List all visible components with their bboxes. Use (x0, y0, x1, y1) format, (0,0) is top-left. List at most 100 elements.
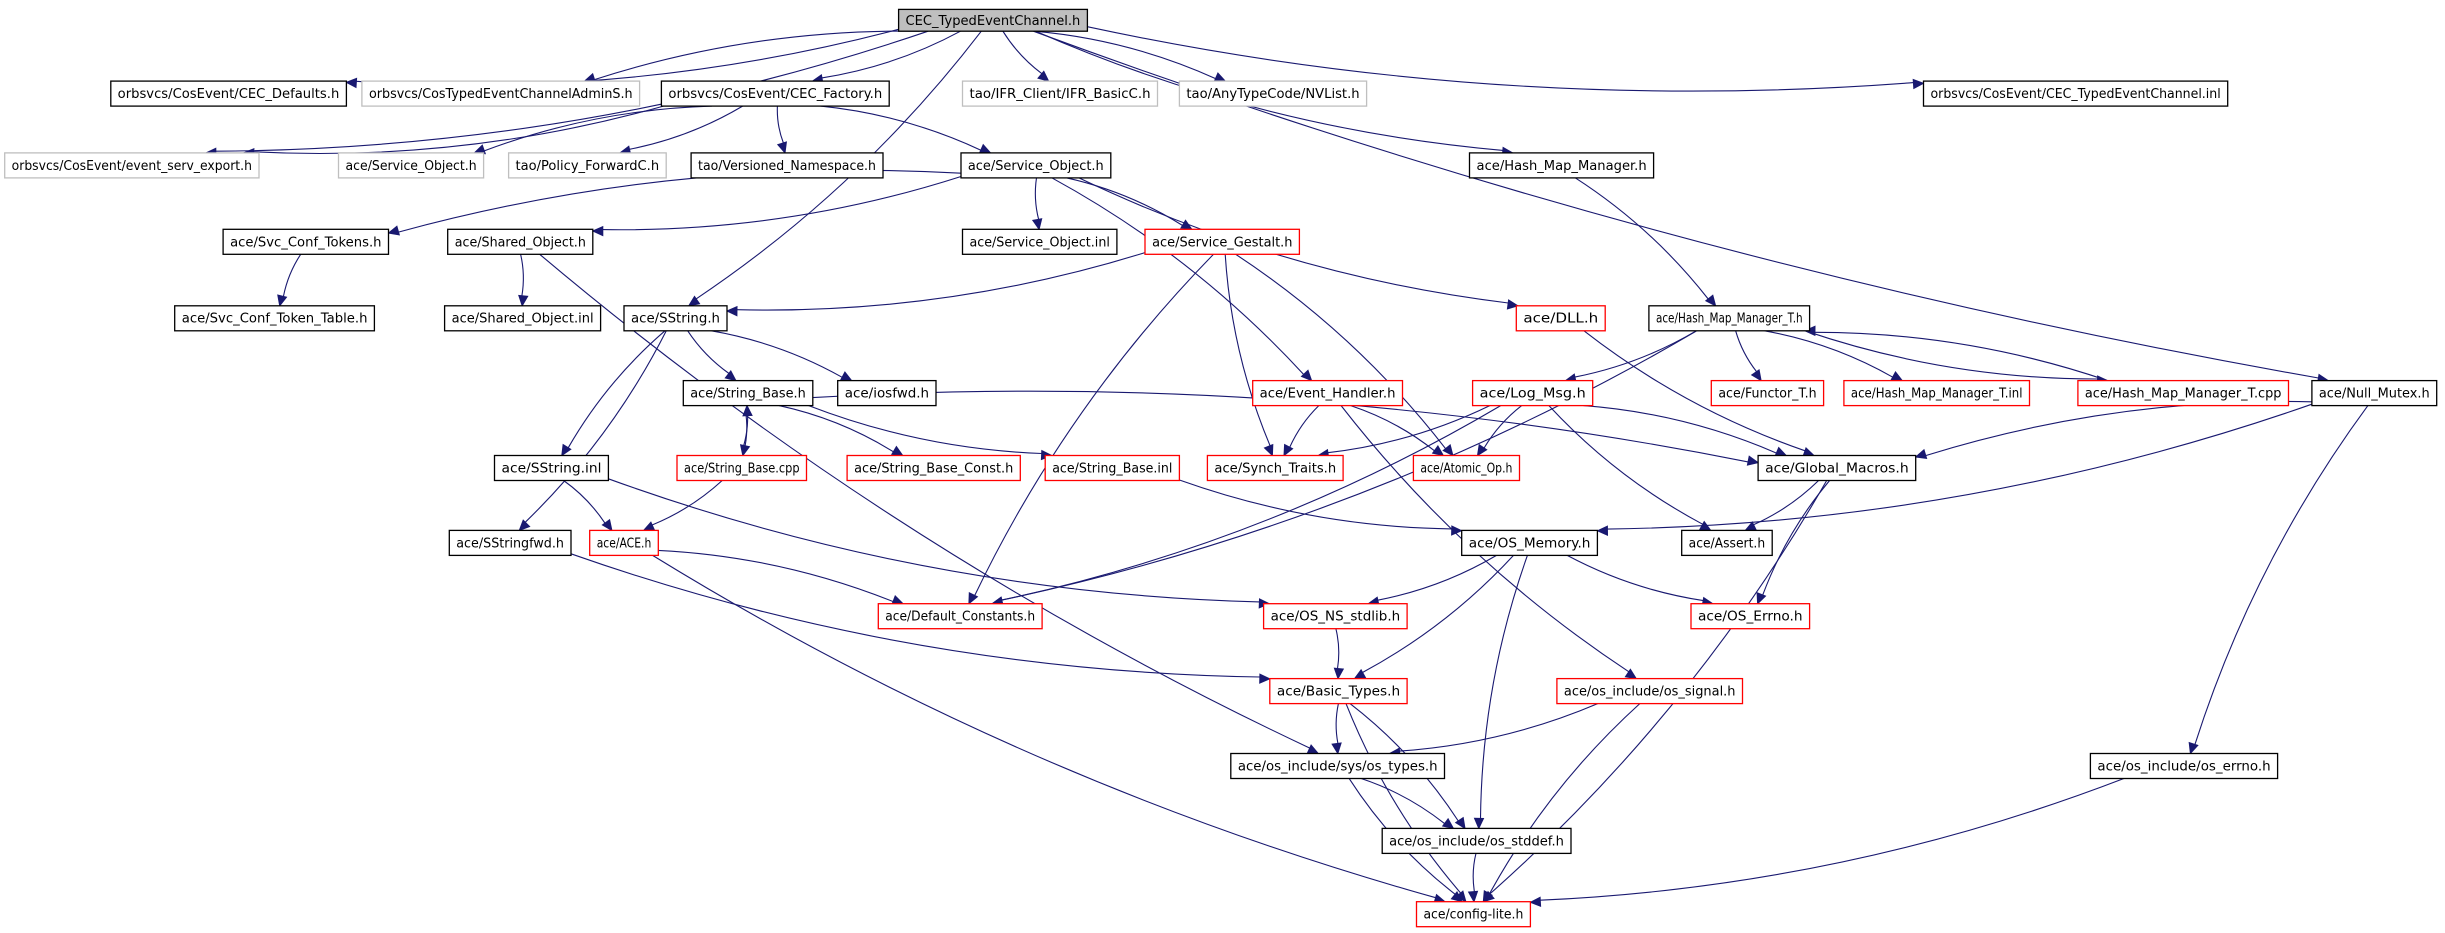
node-box[interactable] (623, 305, 728, 332)
node-orbsvcs-cosevent-cec-defaults-h[interactable]: orbsvcs/CosEvent/CEC_Defaults.h (110, 80, 348, 107)
node-ace-global-macros-h[interactable]: ace/Global_Macros.h (1757, 454, 1917, 482)
node-box[interactable] (837, 379, 937, 407)
node-box[interactable] (676, 454, 808, 482)
node-ace-basic-types-h[interactable]: ace/Basic_Types.h (1269, 677, 1408, 705)
node-ace-sstring-h[interactable]: ace/SString.h (623, 305, 728, 332)
node-ace-sstringfwd-h[interactable]: ace/SStringfwd.h (448, 529, 572, 557)
node-box[interactable] (1262, 603, 1408, 630)
node-ace-dll-h[interactable]: ace/DLL.h (1515, 305, 1606, 332)
node-box[interactable] (1269, 677, 1408, 705)
node-ace-string-base-h[interactable]: ace/String_Base.h (682, 379, 814, 407)
node-box[interactable] (1922, 80, 2229, 107)
node-ace-os-include-sys-os-types-h[interactable]: ace/os_include/sys/os_types.h (1230, 752, 1446, 780)
node-ace-config-lite-h[interactable]: ace/config-lite.h (1415, 901, 1532, 928)
node-orbsvcs-cosevent-cec-factory-h[interactable]: orbsvcs/CosEvent/CEC_Factory.h (660, 80, 890, 107)
node-box[interactable] (1471, 379, 1594, 407)
node-box[interactable] (1415, 901, 1532, 928)
node-ace-string-base-const-h[interactable]: ace/String_Base_Const.h (846, 454, 1021, 482)
node-box[interactable] (897, 8, 1089, 32)
node-box[interactable] (960, 152, 1112, 179)
node-box[interactable] (1710, 379, 1825, 407)
node-box[interactable] (660, 80, 890, 107)
node-ace-svc-conf-tokens-h[interactable]: ace/Svc_Conf_Tokens.h (222, 228, 390, 255)
node-box[interactable] (1690, 603, 1811, 630)
node-ace-log-msg-h[interactable]: ace/Log_Msg.h (1471, 379, 1594, 407)
node-box[interactable] (1515, 305, 1606, 332)
node-ace-os-include-os-errno-h[interactable]: ace/os_include/os_errno.h (2089, 752, 2279, 780)
node-box[interactable] (4, 152, 260, 179)
node-ace-atomic-op-h[interactable]: ace/Atomic_Op.h (1412, 454, 1521, 482)
node-ace-ace-h[interactable]: ace/ACE.h (589, 529, 659, 557)
node-cec-typedeventchannel-h[interactable]: CEC_TypedEventChannel.h (897, 8, 1089, 32)
node-box[interactable] (1381, 827, 1572, 855)
node-box[interactable] (846, 454, 1021, 482)
node-box[interactable] (507, 152, 667, 179)
node-box[interactable] (1252, 379, 1404, 407)
node-box[interactable] (690, 152, 884, 179)
node-ace-os-errno-h[interactable]: ace/OS_Errno.h (1690, 603, 1811, 630)
node-tao-versioned-namespace-h[interactable]: tao/Versioned_Namespace.h (690, 152, 884, 179)
node-box[interactable] (1843, 379, 2031, 407)
node-box[interactable] (1230, 752, 1446, 780)
node-box[interactable] (222, 228, 390, 255)
node-orbsvcs-cosevent-cec-typedeventchannel-inl[interactable]: orbsvcs/CosEvent/CEC_TypedEventChannel.i… (1922, 80, 2229, 107)
node-ace-shared-object-h[interactable]: ace/Shared_Object.h (447, 228, 594, 255)
node-box[interactable] (682, 379, 814, 407)
node-ace-os-include-os-stddef-h[interactable]: ace/os_include/os_stddef.h (1381, 827, 1572, 855)
node-box[interactable] (1556, 677, 1744, 705)
node-ace-string-base-inl[interactable]: ace/String_Base.inl (1044, 454, 1181, 482)
node-ace-assert-h[interactable]: ace/Assert.h (1681, 529, 1773, 557)
node-box[interactable] (337, 152, 485, 179)
node-box[interactable] (1178, 80, 1368, 107)
node-box[interactable] (174, 305, 376, 332)
node-box[interactable] (1144, 228, 1301, 255)
node-ace-service-object-h[interactable]: ace/Service_Object.h (337, 152, 485, 179)
node-box[interactable] (448, 529, 572, 557)
node-orbsvcs-cosevent-event-serv-export-h[interactable]: orbsvcs/CosEvent/event_serv_export.h (4, 152, 260, 179)
node-ace-service-object-h[interactable]: ace/Service_Object.h (960, 152, 1112, 179)
node-ace-service-gestalt-h[interactable]: ace/Service_Gestalt.h (1144, 228, 1301, 255)
node-ace-svc-conf-token-table-h[interactable]: ace/Svc_Conf_Token_Table.h (174, 305, 376, 332)
node-ace-functor-t-h[interactable]: ace/Functor_T.h (1710, 379, 1825, 407)
node-box[interactable] (1648, 305, 1811, 332)
node-box[interactable] (493, 454, 610, 482)
node-ace-string-base-cpp[interactable]: ace/String_Base.cpp (676, 454, 808, 482)
node-ace-os-memory-h[interactable]: ace/OS_Memory.h (1461, 529, 1599, 557)
node-box[interactable] (589, 529, 659, 557)
node-box[interactable] (443, 305, 602, 332)
node-ace-hash-map-manager-t-inl[interactable]: ace/Hash_Map_Manager_T.inl (1843, 379, 2031, 407)
node-box[interactable] (110, 80, 348, 107)
node-box[interactable] (1757, 454, 1917, 482)
node-box[interactable] (2311, 379, 2438, 407)
node-box[interactable] (1044, 454, 1181, 482)
node-box[interactable] (361, 80, 641, 107)
node-ace-event-handler-h[interactable]: ace/Event_Handler.h (1252, 379, 1404, 407)
node-box[interactable] (447, 228, 594, 255)
node-ace-null-mutex-h[interactable]: ace/Null_Mutex.h (2311, 379, 2438, 407)
node-box[interactable] (2077, 379, 2290, 407)
node-ace-synch-traits-h[interactable]: ace/Synch_Traits.h (1206, 454, 1344, 482)
node-orbsvcs-costypedeventchanneladmins-h[interactable]: orbsvcs/CosTypedEventChannelAdminS.h (361, 80, 641, 107)
node-box[interactable] (1468, 152, 1655, 179)
node-ace-service-object-inl[interactable]: ace/Service_Object.inl (961, 228, 1118, 255)
node-box[interactable] (1681, 529, 1773, 557)
node-box[interactable] (877, 603, 1043, 630)
node-box[interactable] (2089, 752, 2279, 780)
node-ace-default-constants-h[interactable]: ace/Default_Constants.h (877, 603, 1043, 630)
node-box[interactable] (1461, 529, 1599, 557)
node-tao-policy-forwardc-h[interactable]: tao/Policy_ForwardC.h (507, 152, 667, 179)
node-ace-shared-object-inl[interactable]: ace/Shared_Object.inl (443, 305, 602, 332)
node-ace-iosfwd-h[interactable]: ace/iosfwd.h (837, 379, 937, 407)
node-box[interactable] (961, 80, 1159, 107)
node-box[interactable] (1206, 454, 1344, 482)
node-ace-sstring-inl[interactable]: ace/SString.inl (493, 454, 610, 482)
node-ace-hash-map-manager-t-cpp[interactable]: ace/Hash_Map_Manager_T.cpp (2077, 379, 2290, 407)
node-box[interactable] (961, 228, 1118, 255)
node-ace-os-ns-stdlib-h[interactable]: ace/OS_NS_stdlib.h (1262, 603, 1408, 630)
node-ace-hash-map-manager-t-h[interactable]: ace/Hash_Map_Manager_T.h (1648, 305, 1811, 332)
node-tao-ifr-client-ifr-basicc-h[interactable]: tao/IFR_Client/IFR_BasicC.h (961, 80, 1159, 107)
node-ace-os-include-os-signal-h[interactable]: ace/os_include/os_signal.h (1556, 677, 1744, 705)
node-tao-anytypecode-nvlist-h[interactable]: tao/AnyTypeCode/NVList.h (1178, 80, 1368, 107)
node-ace-hash-map-manager-h[interactable]: ace/Hash_Map_Manager.h (1468, 152, 1655, 179)
node-box[interactable] (1412, 454, 1521, 482)
